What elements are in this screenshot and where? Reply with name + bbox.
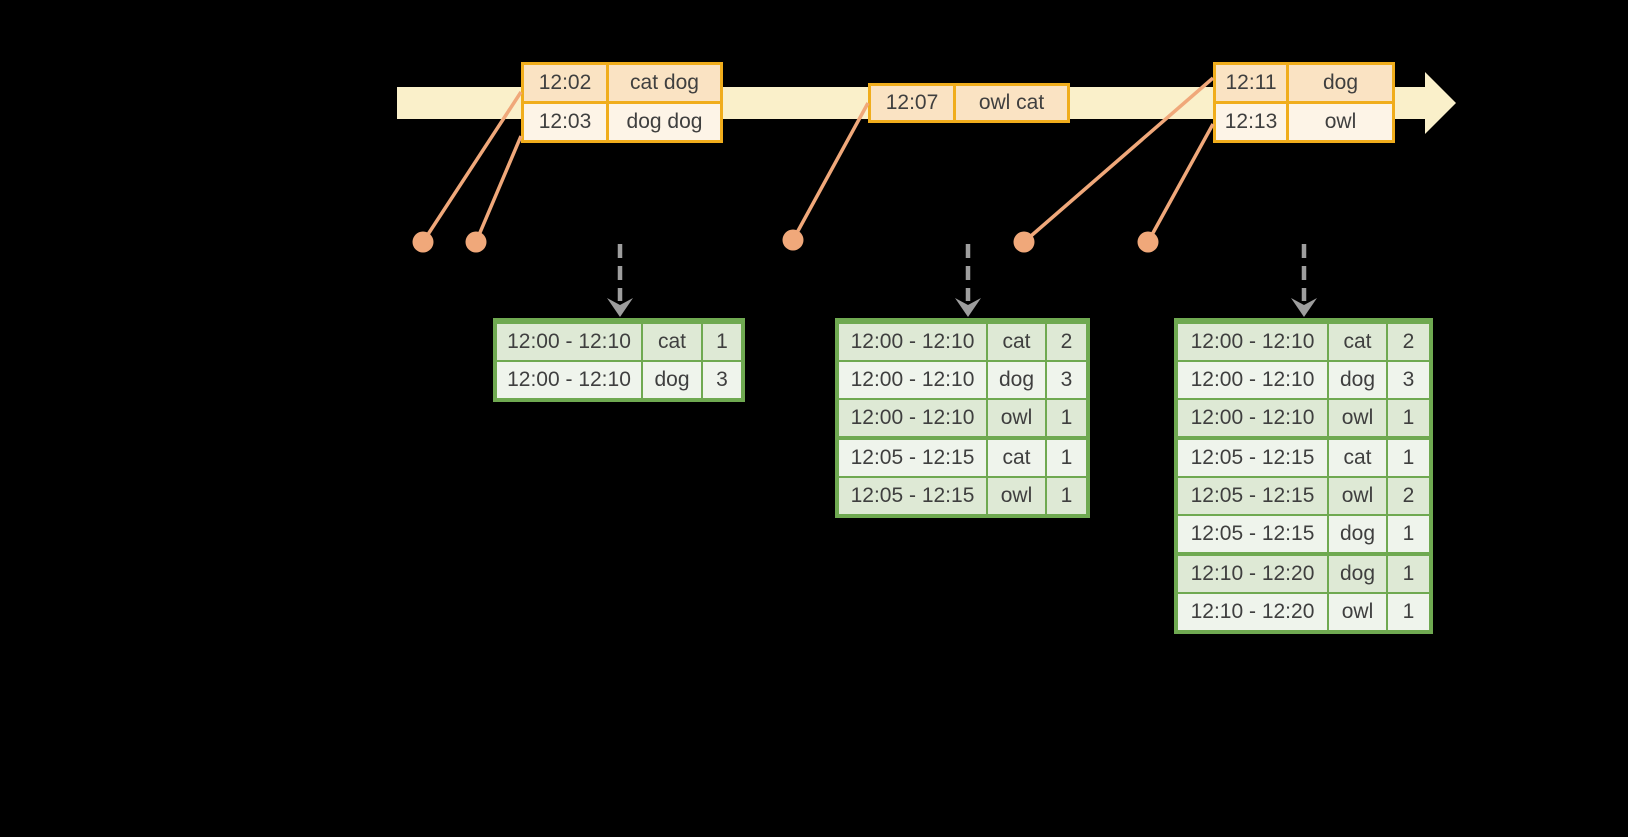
result-window: 12:10 - 12:20 — [1178, 556, 1327, 592]
result-word: owl — [1329, 594, 1386, 630]
result-count: 3 — [1388, 362, 1429, 398]
down-arrow-icon — [607, 298, 633, 317]
result-count: 1 — [1388, 516, 1429, 552]
event-connector-line — [474, 135, 523, 243]
event-time: 12:11 — [1216, 65, 1286, 101]
result-count: 1 — [1047, 440, 1086, 476]
result-row: 12:00 - 12:10 cat 2 — [839, 324, 1086, 360]
result-window: 12:05 - 12:15 — [839, 478, 986, 514]
event-words: dog dog — [609, 104, 720, 140]
result-window: 12:00 - 12:10 — [839, 362, 986, 398]
result-count: 1 — [1388, 594, 1429, 630]
result-window: 12:00 - 12:10 — [497, 362, 641, 398]
result-count: 1 — [703, 324, 741, 360]
result-row: 12:00 - 12:10 dog 3 — [1178, 362, 1429, 398]
result-table-3: 12:00 - 12:10 cat 2 12:00 - 12:10 dog 3 … — [1174, 318, 1433, 634]
event-words: dog — [1289, 65, 1392, 101]
result-window: 12:00 - 12:10 — [497, 324, 641, 360]
result-row: 12:00 - 12:10 cat 2 — [1178, 324, 1429, 360]
event-connector-line — [791, 102, 870, 241]
result-row: 12:00 - 12:10 owl 1 — [839, 400, 1086, 436]
result-row: 12:00 - 12:10 cat 1 — [497, 324, 741, 360]
result-row: 12:05 - 12:15 dog 1 — [1178, 516, 1429, 552]
result-word: owl — [1329, 400, 1386, 436]
result-window: 12:10 - 12:20 — [1178, 594, 1327, 630]
event-connector-line — [1146, 123, 1215, 243]
result-row: 12:10 - 12:20 owl 1 — [1178, 594, 1429, 630]
result-word: cat — [988, 324, 1045, 360]
result-word: owl — [1329, 478, 1386, 514]
result-word: dog — [1329, 516, 1386, 552]
result-row: 12:00 - 12:10 dog 3 — [839, 362, 1086, 398]
event-dot — [1137, 231, 1159, 253]
result-window: 12:05 - 12:15 — [1178, 440, 1327, 476]
event-table-1: 12:02 cat dog 12:03 dog dog — [521, 62, 723, 143]
result-window: 12:00 - 12:10 — [839, 400, 986, 436]
result-window: 12:05 - 12:15 — [1178, 478, 1327, 514]
event-time: 12:07 — [871, 86, 953, 120]
result-window: 12:00 - 12:10 — [1178, 362, 1327, 398]
event-dot — [465, 231, 487, 253]
event-time: 12:03 — [524, 104, 606, 140]
result-window: 12:00 - 12:10 — [1178, 324, 1327, 360]
result-window: 12:05 - 12:15 — [839, 440, 986, 476]
result-word: dog — [1329, 362, 1386, 398]
result-row: 12:05 - 12:15 cat 1 — [839, 440, 1086, 476]
result-row: 12:00 - 12:10 owl 1 — [1178, 400, 1429, 436]
event-words: owl — [1289, 104, 1392, 140]
event-words: cat dog — [609, 65, 720, 101]
result-window: 12:00 - 12:10 — [839, 324, 986, 360]
result-count: 2 — [1047, 324, 1086, 360]
result-count: 3 — [1047, 362, 1086, 398]
result-word: cat — [988, 440, 1045, 476]
result-word: owl — [988, 400, 1045, 436]
event-dot — [412, 231, 434, 253]
result-word: dog — [1329, 556, 1386, 592]
result-table-2: 12:00 - 12:10 cat 2 12:00 - 12:10 dog 3 … — [835, 318, 1090, 518]
event-row: 12:07 owl cat — [871, 86, 1067, 120]
result-row: 12:05 - 12:15 owl 1 — [839, 478, 1086, 514]
event-words: owl cat — [956, 86, 1067, 120]
event-row: 12:13 owl — [1216, 104, 1392, 140]
result-count: 1 — [1047, 400, 1086, 436]
event-dot — [1013, 231, 1035, 253]
result-count: 1 — [1388, 440, 1429, 476]
result-count: 1 — [1388, 400, 1429, 436]
result-count: 3 — [703, 362, 741, 398]
result-window: 12:05 - 12:15 — [1178, 516, 1327, 552]
result-row: 12:05 - 12:15 cat 1 — [1178, 440, 1429, 476]
event-table-2: 12:07 owl cat — [868, 83, 1070, 123]
event-row: 12:02 cat dog — [524, 65, 720, 101]
result-count: 1 — [1388, 556, 1429, 592]
event-row: 12:11 dog — [1216, 65, 1392, 101]
result-count: 2 — [1388, 324, 1429, 360]
result-table-1: 12:00 - 12:10 cat 1 12:00 - 12:10 dog 3 — [493, 318, 745, 402]
result-word: cat — [1329, 440, 1386, 476]
event-row: 12:03 dog dog — [524, 104, 720, 140]
result-row: 12:05 - 12:15 owl 2 — [1178, 478, 1429, 514]
result-word: owl — [988, 478, 1045, 514]
result-row: 12:00 - 12:10 dog 3 — [497, 362, 741, 398]
down-arrow-icon — [955, 298, 981, 317]
result-word: cat — [643, 324, 701, 360]
event-table-3: 12:11 dog 12:13 owl — [1213, 62, 1395, 143]
result-window: 12:00 - 12:10 — [1178, 400, 1327, 436]
result-word: cat — [1329, 324, 1386, 360]
event-time: 12:13 — [1216, 104, 1286, 140]
result-word: dog — [643, 362, 701, 398]
down-arrow-icon — [1291, 298, 1317, 317]
result-count: 2 — [1388, 478, 1429, 514]
event-dot — [782, 229, 804, 251]
result-count: 1 — [1047, 478, 1086, 514]
event-time: 12:02 — [524, 65, 606, 101]
result-row: 12:10 - 12:20 dog 1 — [1178, 556, 1429, 592]
timeline-arrowhead-icon — [1425, 72, 1456, 134]
result-word: dog — [988, 362, 1045, 398]
